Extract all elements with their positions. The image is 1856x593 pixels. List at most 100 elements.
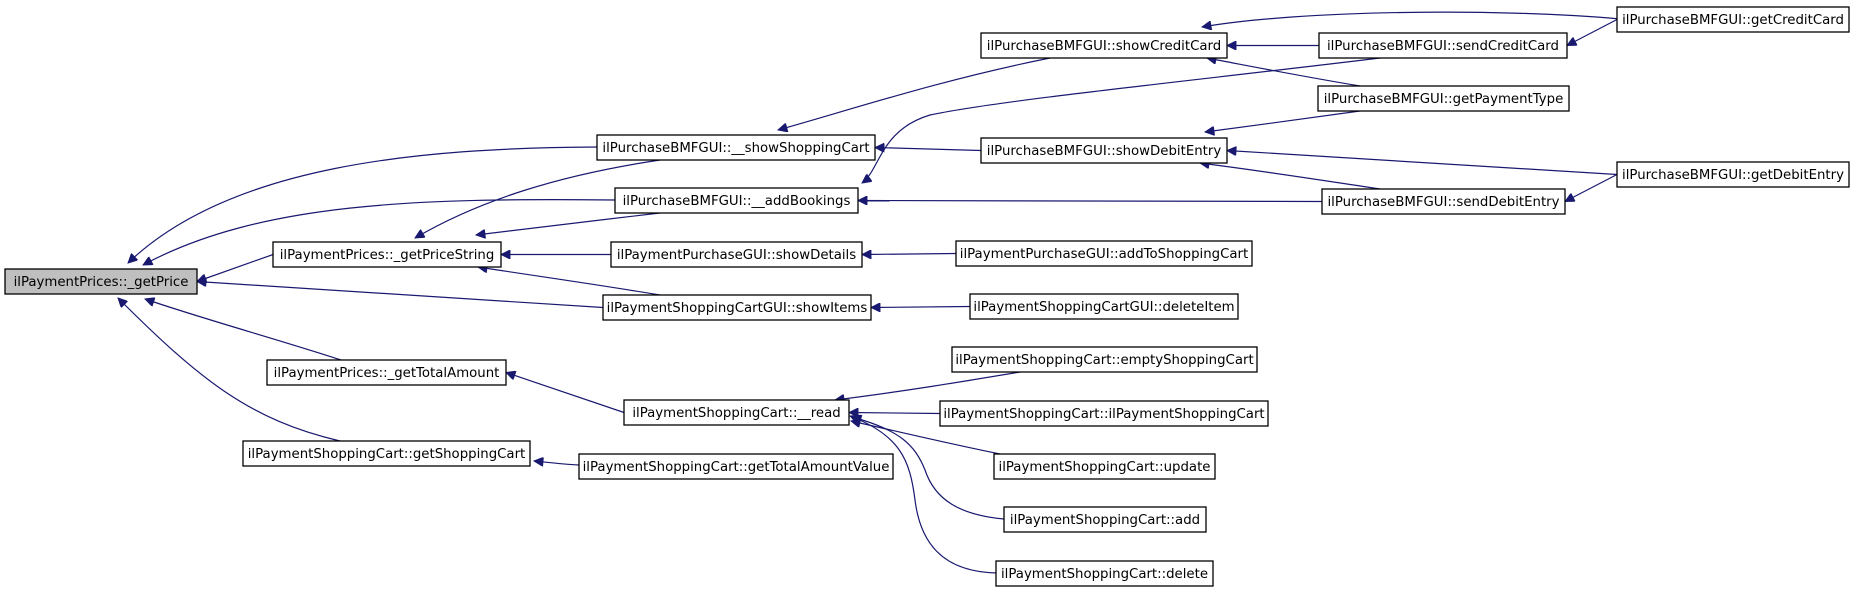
node-box[interactable] xyxy=(266,359,507,386)
node-box[interactable] xyxy=(614,187,859,214)
edge-showDebitEntry-to-showShoppingCart xyxy=(875,148,982,151)
edge-getDebitEntry-to-sendDebitEntry xyxy=(1565,173,1618,203)
node-getDebitEntry[interactable]: ilPurchaseBMFGUI::getDebitEntry xyxy=(1616,161,1850,188)
edge-getPaymentType-to-showCreditCard xyxy=(1207,58,1361,87)
edge-sendDebitEntry-to-showDebitEntry xyxy=(1200,163,1381,190)
node-box[interactable] xyxy=(272,241,502,268)
node-box[interactable] xyxy=(610,241,863,268)
node-deleteItem[interactable]: ilPaymentShoppingCartGUI::deleteItem xyxy=(969,293,1239,320)
edge-deleteItem-to-showItems xyxy=(871,307,971,308)
node-update[interactable]: ilPaymentShoppingCart::update xyxy=(993,453,1216,480)
edge-addBookings-to-getPriceString xyxy=(476,212,661,235)
node-emptyShoppingCart[interactable]: ilPaymentShoppingCart::emptyShoppingCart xyxy=(951,346,1258,373)
node-label: ilPurchaseBMFGUI::__addBookings xyxy=(623,194,851,209)
node-getPaymentType[interactable]: ilPurchaseBMFGUI::getPaymentType xyxy=(1317,85,1570,112)
edge-getCreditCard-to-showCreditCard xyxy=(1202,11,1621,27)
node-box[interactable] xyxy=(969,293,1239,320)
edge-getPriceString-to-getPrice xyxy=(197,253,274,282)
edge-layer xyxy=(118,11,1621,574)
node-label: ilPaymentShoppingCart::getShoppingCart xyxy=(248,447,526,462)
node-box[interactable] xyxy=(1616,161,1850,188)
node-label: ilPurchaseBMFGUI::__showShoppingCart xyxy=(602,141,869,156)
node-ctor[interactable]: ilPaymentShoppingCart::ilPaymentShopping… xyxy=(939,400,1269,427)
node-showCreditCard[interactable]: ilPurchaseBMFGUI::showCreditCard xyxy=(980,32,1228,59)
node-box[interactable] xyxy=(1616,6,1850,33)
node-sendDebitEntry[interactable]: ilPurchaseBMFGUI::sendDebitEntry xyxy=(1321,188,1566,215)
node-label: ilPaymentShoppingCart::emptyShoppingCart xyxy=(955,353,1253,368)
node-box[interactable] xyxy=(242,440,531,467)
edge-ctor-to-read xyxy=(849,413,941,414)
edge-addToShoppingCart-to-showDetails xyxy=(862,254,957,255)
edge-showShoppingCart-to-getPrice xyxy=(128,146,598,263)
edge-delete-to-read xyxy=(850,416,1001,574)
edge-getTotalAmount-to-getPrice xyxy=(145,299,342,361)
node-box[interactable] xyxy=(951,346,1258,373)
edge-add-to-read xyxy=(852,417,1005,520)
node-box[interactable] xyxy=(596,134,876,161)
node-label: ilPaymentPrices::_getPriceString xyxy=(280,248,495,263)
node-label: ilPaymentShoppingCart::add xyxy=(1010,513,1200,528)
node-addBookings[interactable]: ilPurchaseBMFGUI::__addBookings xyxy=(614,187,859,214)
node-label: ilPaymentPrices::_getPrice xyxy=(14,275,189,290)
node-box[interactable] xyxy=(578,453,894,480)
node-label: ilPurchaseBMFGUI::sendDebitEntry xyxy=(1327,195,1559,210)
node-box[interactable] xyxy=(993,453,1216,480)
node-label: ilPaymentPurchaseGUI::addToShoppingCart xyxy=(960,247,1249,262)
node-box[interactable] xyxy=(1318,32,1568,59)
node-box[interactable] xyxy=(980,137,1228,164)
node-box[interactable] xyxy=(623,399,850,426)
edge-getTotalAmountValue-to-getShoppingCart xyxy=(534,461,580,465)
edge-sendDebitEntry-to-addBookings xyxy=(858,201,1323,202)
edge-showShoppingCart-to-getPriceString xyxy=(415,159,661,239)
edge-getPaymentType-to-showDebitEntry xyxy=(1205,110,1361,132)
edge-sendCreditCard-to-addBookings xyxy=(862,57,1381,183)
node-label: ilPaymentShoppingCart::ilPaymentShopping… xyxy=(943,407,1264,422)
node-label: ilPaymentPrices::_getTotalAmount xyxy=(274,366,500,381)
node-showDebitEntry[interactable]: ilPurchaseBMFGUI::showDebitEntry xyxy=(980,137,1228,164)
node-label: ilPaymentShoppingCart::update xyxy=(999,460,1211,475)
node-box[interactable] xyxy=(955,240,1253,267)
node-label: ilPurchaseBMFGUI::getPaymentType xyxy=(1324,92,1564,107)
node-label: ilPurchaseBMFGUI::sendCreditCard xyxy=(1327,39,1559,54)
edge-getShoppingCart-to-getPrice xyxy=(118,298,341,442)
edge-showItems-to-getPrice xyxy=(197,282,604,309)
node-label: ilPaymentShoppingCart::getTotalAmountVal… xyxy=(583,460,890,475)
node-box[interactable] xyxy=(995,560,1214,587)
node-showDetails[interactable]: ilPaymentPurchaseGUI::showDetails xyxy=(610,241,863,268)
node-box[interactable] xyxy=(1317,85,1570,112)
node-add[interactable]: ilPaymentShoppingCart::add xyxy=(1003,506,1207,533)
node-getShoppingCart[interactable]: ilPaymentShoppingCart::getShoppingCart xyxy=(242,440,531,467)
node-delete[interactable]: ilPaymentShoppingCart::delete xyxy=(995,560,1214,587)
node-getCreditCard[interactable]: ilPurchaseBMFGUI::getCreditCard xyxy=(1616,6,1850,33)
edge-emptyShoppingCart-to-read xyxy=(835,371,1021,400)
node-showShoppingCart[interactable]: ilPurchaseBMFGUI::__showShoppingCart xyxy=(596,134,876,161)
edge-addBookings-to-getPrice xyxy=(143,199,616,266)
node-box[interactable] xyxy=(602,294,872,321)
edge-getDebitEntry-to-showDebitEntry xyxy=(1227,151,1618,176)
node-sendCreditCard[interactable]: ilPurchaseBMFGUI::sendCreditCard xyxy=(1318,32,1568,59)
node-label: ilPurchaseBMFGUI::getCreditCard xyxy=(1622,13,1844,28)
node-box[interactable] xyxy=(980,32,1228,59)
node-read[interactable]: ilPaymentShoppingCart::__read xyxy=(623,399,850,426)
edge-getCreditCard-to-sendCreditCard xyxy=(1567,18,1618,47)
node-label: ilPaymentShoppingCartGUI::showItems xyxy=(607,301,868,316)
node-label: ilPaymentShoppingCart::delete xyxy=(1001,567,1208,582)
node-box[interactable] xyxy=(939,400,1269,427)
node-getPrice[interactable]: ilPaymentPrices::_getPrice xyxy=(4,268,198,295)
edge-read-to-getTotalAmount xyxy=(506,373,625,414)
node-label: ilPurchaseBMFGUI::showDebitEntry xyxy=(987,144,1222,159)
node-box[interactable] xyxy=(4,268,198,295)
node-box[interactable] xyxy=(1003,506,1207,533)
node-getTotalAmount[interactable]: ilPaymentPrices::_getTotalAmount xyxy=(266,359,507,386)
node-getPriceString[interactable]: ilPaymentPrices::_getPriceString xyxy=(272,241,502,268)
edge-showItems-to-getPriceString xyxy=(478,267,661,296)
node-getTotalAmountValue[interactable]: ilPaymentShoppingCart::getTotalAmountVal… xyxy=(578,453,894,480)
node-showItems[interactable]: ilPaymentShoppingCartGUI::showItems xyxy=(602,294,872,321)
node-addToShoppingCart[interactable]: ilPaymentPurchaseGUI::addToShoppingCart xyxy=(955,240,1253,267)
node-label: ilPaymentShoppingCart::__read xyxy=(632,406,840,421)
node-box[interactable] xyxy=(1321,188,1566,215)
node-label: ilPaymentPurchaseGUI::showDetails xyxy=(617,248,856,263)
edge-showCreditCard-to-showShoppingCart xyxy=(778,57,1051,130)
node-layer: ilPaymentPrices::_getPriceilPaymentPrice… xyxy=(4,6,1850,587)
